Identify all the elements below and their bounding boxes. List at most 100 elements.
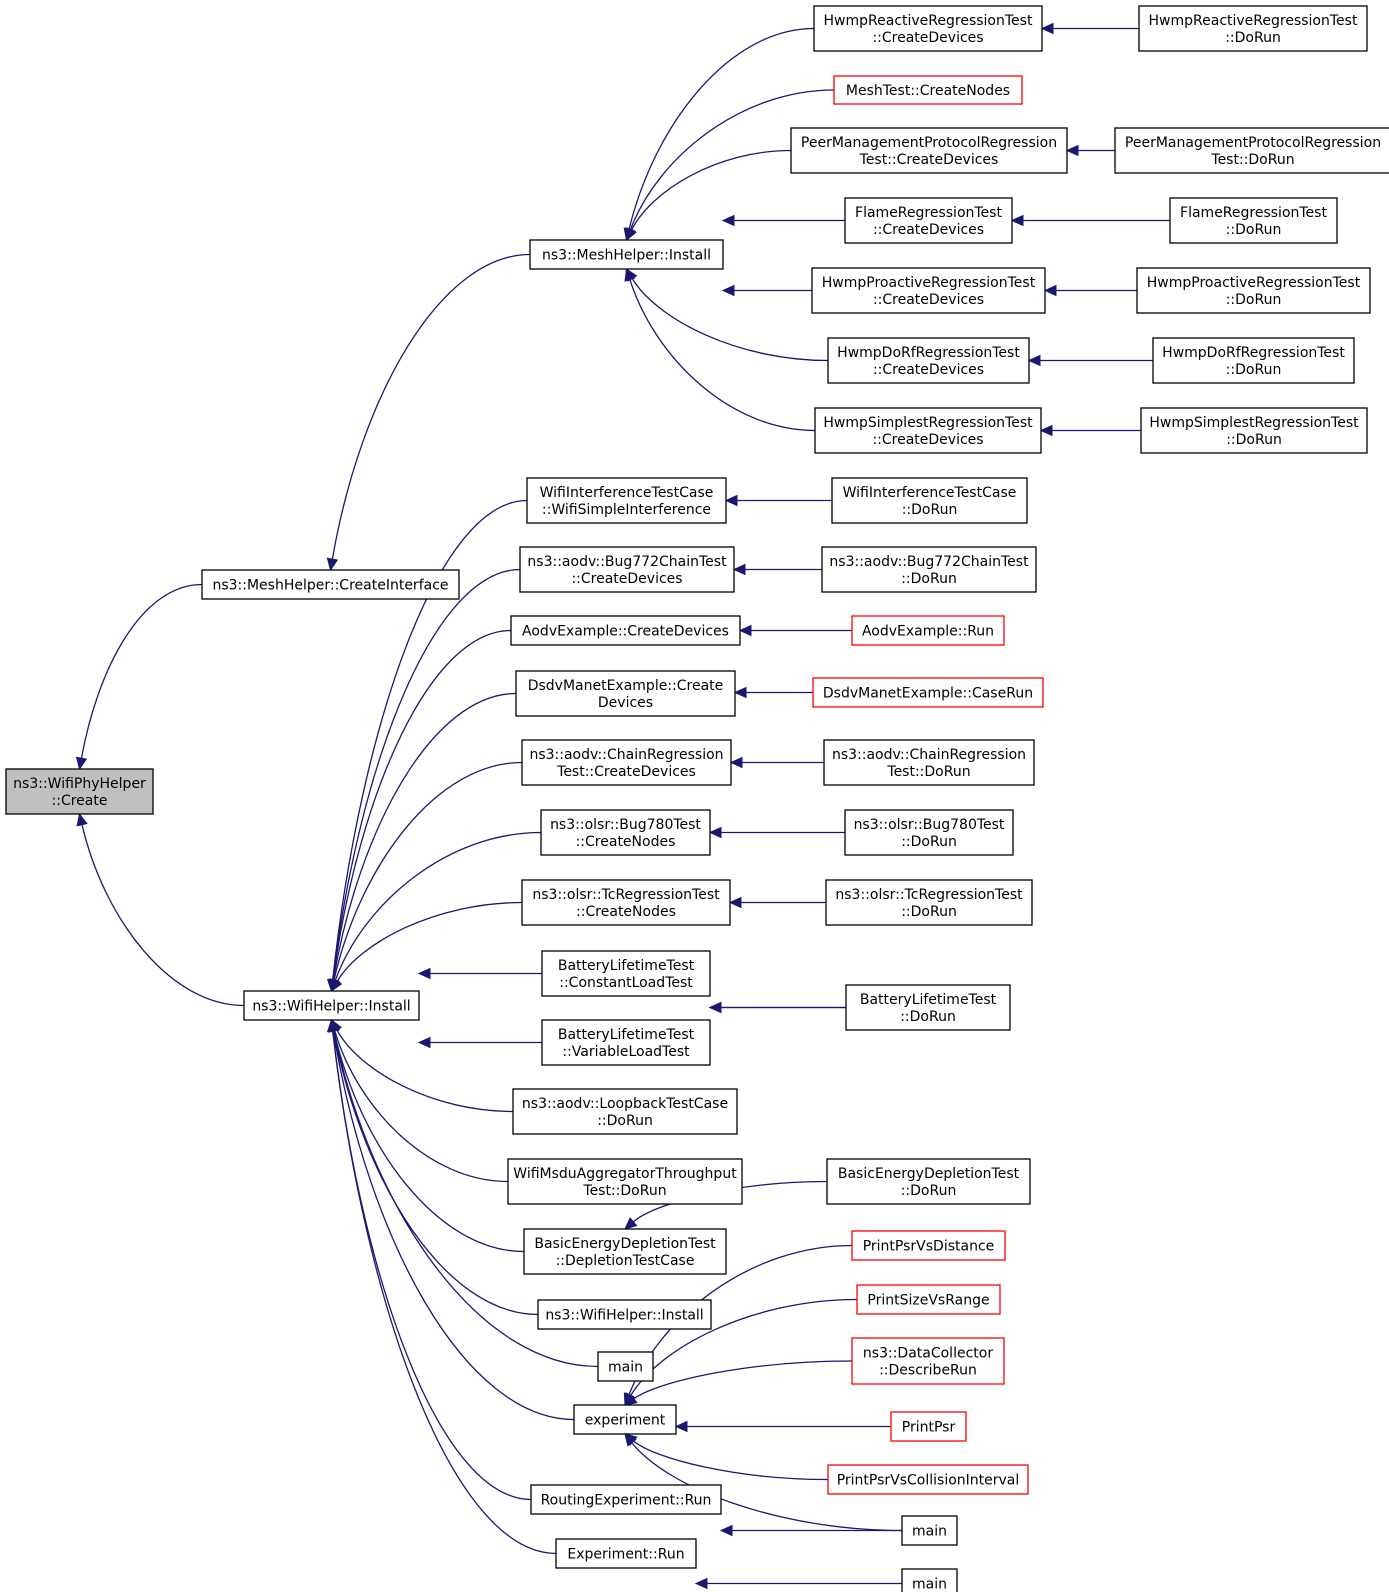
edge-arrowhead [624,1217,638,1230]
graph-node-n8[interactable]: FlameRegressionTest::CreateDevices [844,197,1013,244]
node-box [1152,337,1355,384]
graph-node-n3[interactable]: HwmpReactiveRegressionTest::CreateDevice… [813,5,1043,52]
nodes-layer: ns3::WifiPhyHelper::Create ns3::MeshHelpe… [5,5,1389,1592]
edge-n48-to-n16 [327,1018,557,1555]
graph-node-n30[interactable]: ns3::olsr::TcRegressionTest::DoRun [825,879,1033,926]
graph-node-n6[interactable]: PeerManagementProtocolRegressionTest::Cr… [790,127,1068,174]
graph-node-n32[interactable]: BatteryLifetimeTest::VariableLoadTest [541,1019,711,1066]
edge-n22-to-n21 [738,624,852,637]
node-label: ns3::MeshHelper::CreateInterface [212,578,448,594]
node-label: PrintPsr [902,1420,956,1436]
graph-node-n14[interactable]: HwmpSimplestRegressionTest::CreateDevice… [814,407,1042,454]
graph-node-n1[interactable]: ns3::MeshHelper::CreateInterface [201,569,460,600]
graph-node-n46[interactable]: RoutingExperiment::Run [530,1484,722,1515]
graph-node-n9[interactable]: FlameRegressionTest::DoRun [1169,197,1338,244]
graph-node-n45[interactable]: PrintPsrVsCollisionInterval [827,1464,1029,1495]
graph-node-n16[interactable]: ns3::WifiHelper::Install [243,990,420,1021]
node-box [597,1351,654,1382]
graph-node-n42[interactable]: PrintSizeVsRange [856,1284,1001,1315]
graph-node-n0[interactable]: ns3::WifiPhyHelper::Create [5,768,154,815]
graph-node-n4[interactable]: HwmpReactiveRegressionTest::DoRun [1138,5,1368,52]
node-box [813,5,1043,52]
graph-node-n34[interactable]: ns3::aodv::LoopbackTestCase::DoRun [512,1088,738,1135]
node-label: ::CreateDevices [872,432,983,448]
graph-node-n47[interactable]: main [901,1515,958,1546]
graph-node-n22[interactable]: AodvExample::Run [851,615,1005,646]
graph-node-n2[interactable]: ns3::MeshHelper::Install [529,239,724,270]
node-label: ns3::olsr::TcRegressionTest [835,887,1023,903]
node-box [512,1088,738,1135]
node-label: HwmpSimplestRegressionTest [1149,415,1359,431]
graph-node-n15[interactable]: HwmpSimplestRegressionTest::DoRun [1140,407,1368,454]
edge-line [333,1030,525,1253]
graph-node-n31[interactable]: BatteryLifetimeTest::ConstantLoadTest [541,950,711,997]
node-label: PrintPsrVsCollisionInterval [837,1473,1020,1489]
node-box [523,1228,727,1275]
graph-node-n5[interactable]: MeshTest::CreateNodes [833,75,1023,105]
graph-node-n12[interactable]: HwmpDoRfRegressionTest::CreateDevices [827,337,1030,384]
node-box [821,546,1037,593]
edge-line [631,278,829,362]
graph-node-n40[interactable]: experiment [573,1404,677,1435]
graph-node-n38[interactable]: ns3::WifiHelper::Install [537,1299,712,1330]
node-box [827,1464,1029,1495]
node-box [526,477,727,524]
graph-node-n48[interactable]: Experiment::Run [555,1538,697,1569]
node-label: DsdvManetExample::Create [528,678,724,694]
edge-n20-to-n19 [732,563,822,576]
node-label: ::DoRun [1226,432,1282,448]
graph-node-n44[interactable]: PrintPsr [890,1411,967,1442]
graph-node-n23[interactable]: DsdvManetExample::CreateDevices [515,670,736,717]
node-label: HwmpReactiveRegressionTest [824,13,1033,29]
graph-node-n41[interactable]: PrintPsrVsDistance [851,1230,1006,1261]
graph-node-n24[interactable]: DsdvManetExample::CaseRun [812,677,1044,708]
edge-line [628,27,815,230]
node-box [890,1411,967,1442]
node-label: ns3::WifiHelper::Install [545,1308,703,1324]
node-label: ::DoRun [1226,222,1282,238]
node-label: PeerManagementProtocolRegression [1125,135,1381,151]
graph-node-n36[interactable]: BasicEnergyDepletionTest::DepletionTestC… [523,1228,727,1275]
graph-node-n28[interactable]: ns3::olsr::Bug780Test::DoRun [844,809,1014,856]
graph-node-n27[interactable]: ns3::olsr::Bug780Test::CreateNodes [540,809,711,856]
graph-node-n13[interactable]: HwmpDoRfRegressionTest::DoRun [1152,337,1355,384]
node-box [521,739,732,786]
node-label: HwmpProactiveRegressionTest [822,275,1036,291]
graph-node-n37[interactable]: BasicEnergyDepletionTest::DoRun [826,1158,1031,1205]
graph-node-n17[interactable]: WifiInterferenceTestCase::WifiSimpleInte… [526,477,727,524]
graph-node-n43[interactable]: ns3::DataCollector::DescribeRun [851,1337,1005,1385]
graph-node-n7[interactable]: PeerManagementProtocolRegressionTest::Do… [1114,127,1389,174]
graph-node-n11[interactable]: HwmpProactiveRegressionTest::DoRun [1136,267,1371,314]
node-box [833,75,1023,105]
edge-arrowhead [694,1577,708,1590]
edge-line [333,761,523,981]
graph-node-n49[interactable]: main [901,1568,958,1592]
edge-n1-to-n0 [75,583,203,771]
node-box [901,1515,958,1546]
node-box [5,768,154,815]
node-label: ::CreateDevices [873,222,984,238]
node-box [1140,407,1368,454]
graph-node-n39[interactable]: main [597,1351,654,1382]
edge-arrowhead [1040,22,1054,35]
graph-node-n18[interactable]: WifiInterferenceTestCase::DoRun [831,477,1028,524]
edge-line [630,149,792,231]
graph-node-n25[interactable]: ns3::aodv::ChainRegressionTest::CreateDe… [521,739,732,786]
graph-node-n33[interactable]: BatteryLifetimeTest::DoRun [845,984,1011,1031]
node-box [515,670,736,717]
node-label: BatteryLifetimeTest [558,1027,695,1043]
graph-node-n10[interactable]: HwmpProactiveRegressionTest::CreateDevic… [811,267,1046,314]
graph-node-n19[interactable]: ns3::aodv::Bug772ChainTest::CreateDevice… [519,546,735,593]
node-label: ns3::olsr::Bug780Test [550,817,701,833]
node-box [825,879,1033,926]
graph-node-n20[interactable]: ns3::aodv::Bug772ChainTest::DoRun [821,546,1037,593]
graph-node-n21[interactable]: AodvExample::CreateDevices [510,615,741,646]
node-label: FlameRegressionTest [855,205,1002,221]
graph-node-n29[interactable]: ns3::olsr::TcRegressionTest::CreateNodes [521,879,731,926]
edge-line [332,1030,557,1555]
edge-n31-to-n16 [417,967,542,980]
edge-n49-to-n48 [694,1577,903,1590]
node-label: WifiInterferenceTestCase [843,485,1017,501]
